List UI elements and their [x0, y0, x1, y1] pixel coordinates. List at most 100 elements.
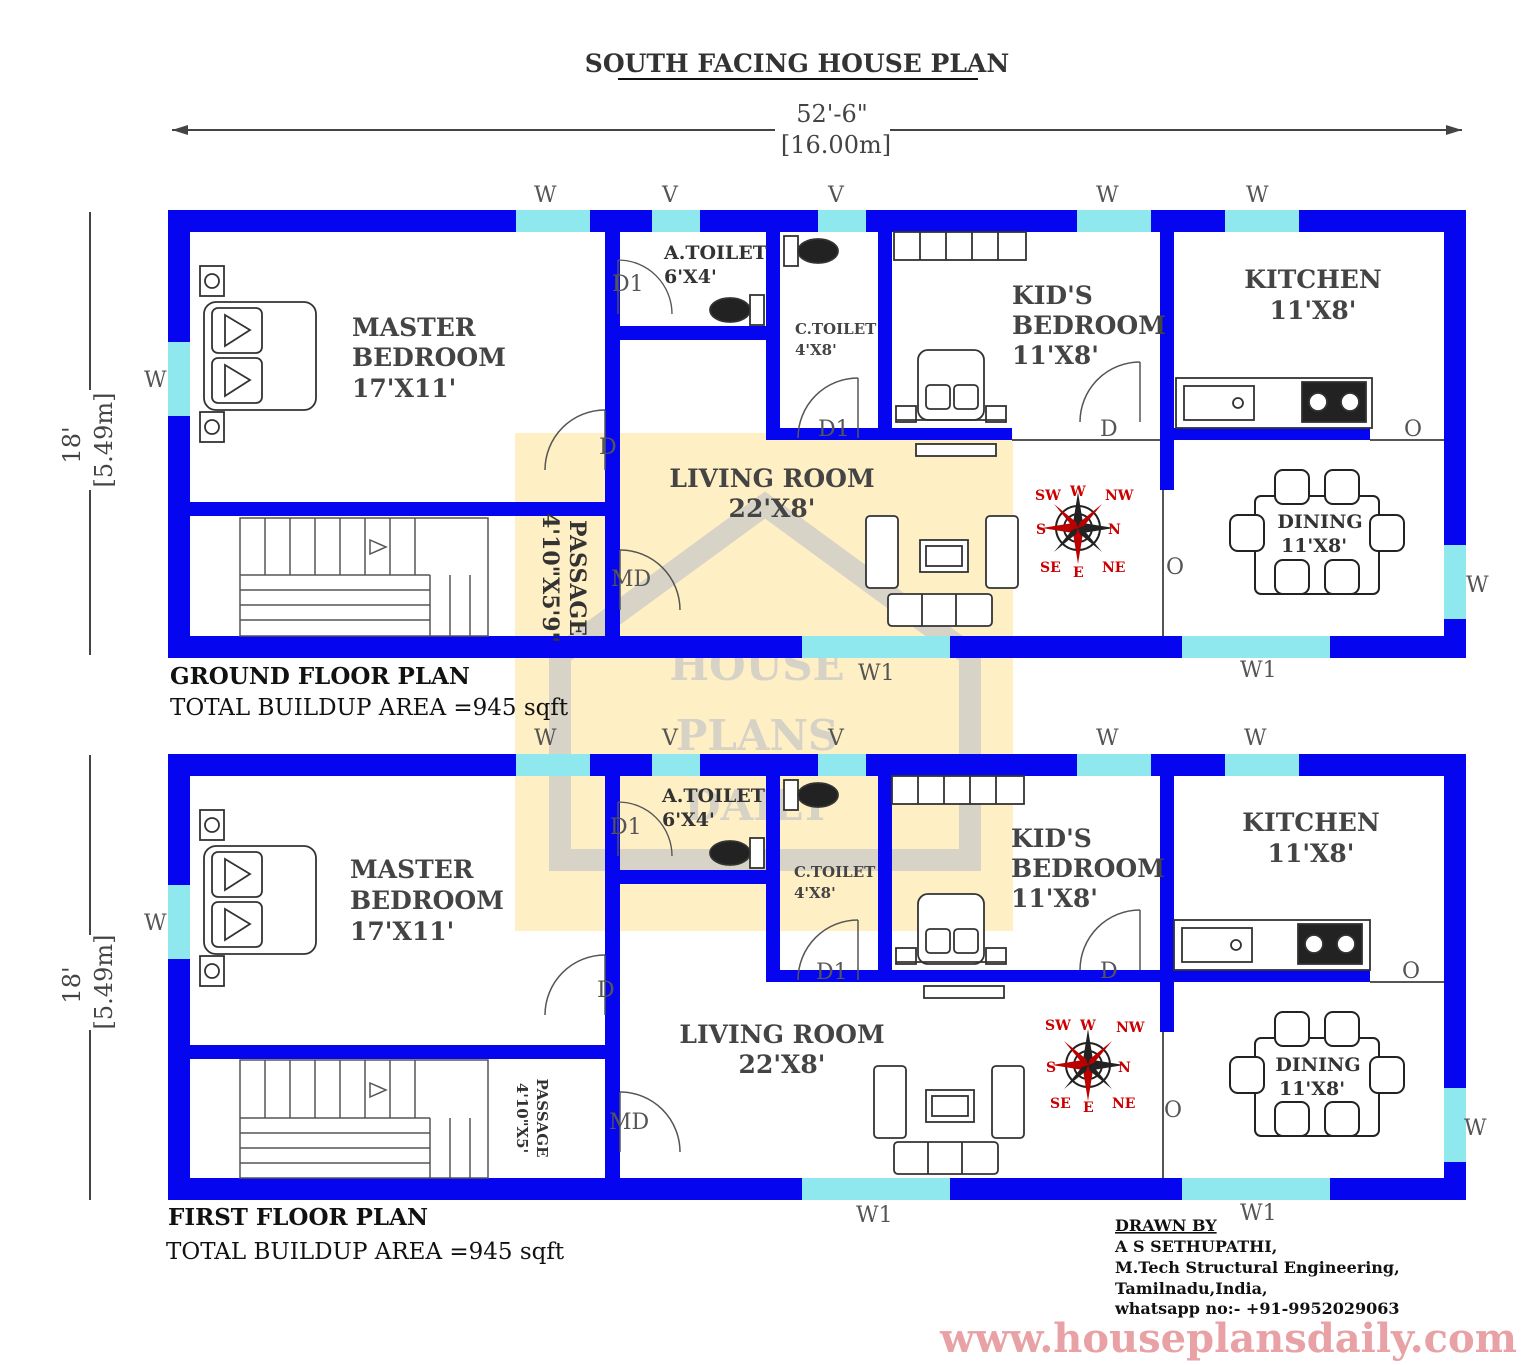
compass-s: S	[1036, 522, 1046, 538]
window-w	[516, 754, 590, 776]
sofa-icon	[873, 985, 1025, 1175]
compass-e: E	[1073, 565, 1084, 581]
sofa-icon	[865, 443, 1019, 627]
wall-kids-south	[766, 970, 1162, 982]
label-d: D	[597, 978, 615, 1003]
overall-width-metric: [16.00m]	[781, 131, 891, 159]
room-ctoilet-name: C.TOILET	[794, 863, 876, 881]
label-w: W	[1466, 573, 1489, 598]
label-d1: D1	[818, 417, 850, 442]
room-passage-size: 4'10"X5'	[513, 1083, 531, 1153]
wall-kitchen-west	[1160, 776, 1174, 1032]
room-atoilet-name: A.TOILET	[661, 785, 765, 807]
wall-master-south	[190, 1045, 620, 1059]
room-kids-size: 11'X8'	[1011, 884, 1098, 913]
ventilator-v	[818, 210, 866, 232]
label-o: O	[1404, 417, 1422, 442]
compass-nw: NW	[1105, 488, 1134, 504]
door-d-swing	[1079, 361, 1141, 423]
wall-atoilet-south	[620, 870, 768, 884]
window-w	[1225, 210, 1299, 232]
room-living-size: 22'X8'	[729, 494, 816, 523]
wall-ctoilet-east	[878, 232, 892, 440]
page-title: SOUTH FACING HOUSE PLAN	[585, 49, 1009, 78]
compass-sw: SW	[1045, 1018, 1071, 1034]
label-w1: W1	[856, 1203, 893, 1228]
bed-icon	[895, 893, 1007, 965]
compass-se: SE	[1040, 560, 1061, 576]
ground-floor-plan: 18' [5.49m]	[58, 183, 1489, 721]
toilet-icon	[783, 779, 839, 811]
bed-icon	[895, 349, 1007, 423]
wardrobe-icon	[891, 775, 1025, 805]
toilet-icon	[783, 235, 839, 267]
arrow-right-icon	[1446, 125, 1462, 135]
credits-name: A S SETHUPATHI,	[1114, 1237, 1277, 1256]
wall-master-south	[190, 502, 620, 516]
window-w1	[802, 636, 950, 658]
compass-ne: NE	[1102, 560, 1125, 576]
wall-kids-south	[766, 428, 1012, 440]
room-ctoilet-name: C.TOILET	[795, 320, 877, 338]
wall-kitchen-south	[1160, 970, 1370, 982]
wall-left	[168, 754, 190, 1200]
ventilator-v	[818, 754, 866, 776]
room-dining-size: 11'X8'	[1279, 1078, 1345, 1100]
wall-kitchen-south	[1160, 428, 1370, 440]
ground-depth-feet: 18'	[58, 426, 86, 463]
label-v: V	[661, 726, 679, 751]
credits-degree: M.Tech Structural Engineering,	[1115, 1258, 1400, 1277]
room-master-size: 17'X11'	[350, 917, 454, 946]
room-kitchen-name: KITCHEN	[1242, 808, 1379, 837]
compass-w: W	[1079, 1018, 1096, 1034]
first-floor-area: TOTAL BUILDUP AREA =945 sqft	[166, 1239, 565, 1265]
wall-ctoilet-west	[766, 776, 780, 982]
window-w	[1444, 1088, 1466, 1162]
room-passage-name: PASSAGE	[564, 520, 590, 636]
compass-w: W	[1069, 484, 1086, 500]
ground-floor-area: TOTAL BUILDUP AREA =945 sqft	[170, 695, 569, 721]
window-w	[1077, 754, 1151, 776]
room-living-size: 22'X8'	[739, 1050, 826, 1079]
ground-depth-metric: [5.49m]	[90, 393, 118, 488]
credits-location: Tamilnadu,India,	[1115, 1279, 1268, 1298]
compass-sw: SW	[1035, 488, 1061, 504]
wardrobe-icon	[893, 231, 1027, 261]
window-w	[1077, 210, 1151, 232]
label-md: MD	[611, 567, 651, 592]
compass-ne: NE	[1112, 1096, 1135, 1112]
window-w1	[1182, 1178, 1330, 1200]
compass-se: SE	[1050, 1096, 1071, 1112]
room-kitchen-size: 11'X8'	[1268, 839, 1355, 868]
label-d1: D1	[612, 272, 644, 297]
first-depth-metric: [5.49m]	[90, 935, 118, 1030]
dining-table-icon	[1229, 469, 1405, 595]
label-d: D	[599, 435, 617, 460]
room-dining-name: DINING	[1277, 511, 1362, 533]
overall-width-feet: 52'-6"	[796, 100, 868, 128]
website-url[interactable]: www.houseplansdaily.com	[939, 1315, 1517, 1362]
label-o: O	[1402, 959, 1420, 984]
label-o: O	[1166, 555, 1184, 580]
label-d1: D1	[816, 960, 848, 985]
staircase-icon	[239, 1059, 489, 1179]
label-w1: W1	[1240, 658, 1277, 683]
room-master-size: 17'X11'	[352, 374, 456, 403]
room-ctoilet-size: 4'X8'	[795, 341, 837, 359]
ventilator-v	[652, 210, 700, 232]
room-master-line2: BEDROOM	[352, 343, 506, 372]
label-w1: W1	[858, 661, 895, 686]
bed-icon	[199, 809, 317, 987]
label-w: W	[1464, 1116, 1487, 1141]
room-kids-line1: KID'S	[1012, 281, 1093, 310]
room-passage-size: 4'10"X5'9"	[537, 513, 563, 643]
label-d: D	[1100, 959, 1118, 984]
wall-master-east	[605, 776, 620, 1178]
room-kids-size: 11'X8'	[1012, 341, 1099, 370]
compass-n: N	[1108, 522, 1121, 538]
room-master-line2: BEDROOM	[350, 886, 504, 915]
window-w	[516, 210, 590, 232]
label-w: W	[1096, 183, 1119, 208]
room-passage-name: PASSAGE	[533, 1078, 551, 1157]
